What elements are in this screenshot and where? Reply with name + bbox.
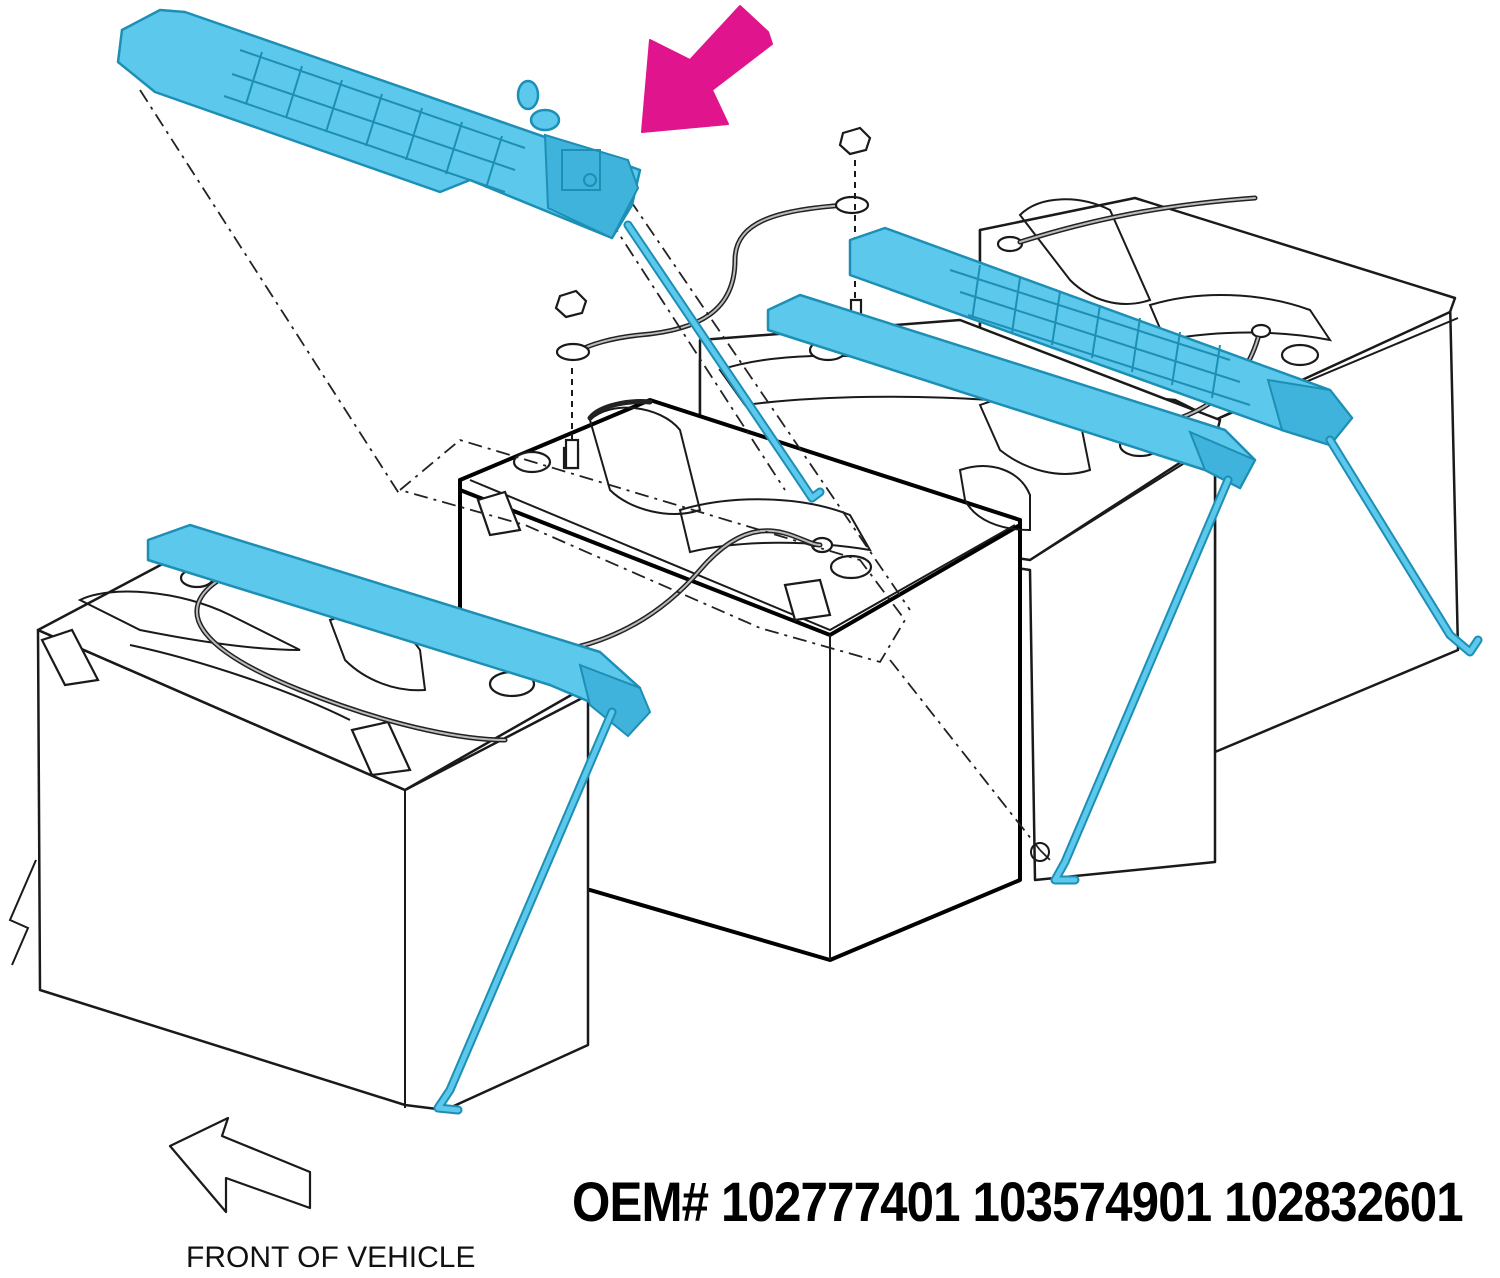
hold-down-bar-rear: [766, 226, 1483, 885]
hold-down-bar-exploded: [116, 8, 825, 503]
hold-down-bar-front: [146, 523, 652, 1115]
oem-part-numbers: OEM# 102777401 103574901 102832601: [572, 1170, 1464, 1233]
front-of-vehicle-label: FRONT OF VEHICLE: [186, 1241, 476, 1274]
hold-down-bar-rear-grid: [949, 264, 1251, 406]
front-direction-arrow-icon: [168, 1116, 312, 1214]
callout-arrow-icon: [641, 5, 773, 133]
hold-down-nut-washer: [516, 79, 561, 132]
hold-down-bar-exploded-grid: [223, 49, 526, 193]
alignment-guides: [139, 89, 1051, 862]
